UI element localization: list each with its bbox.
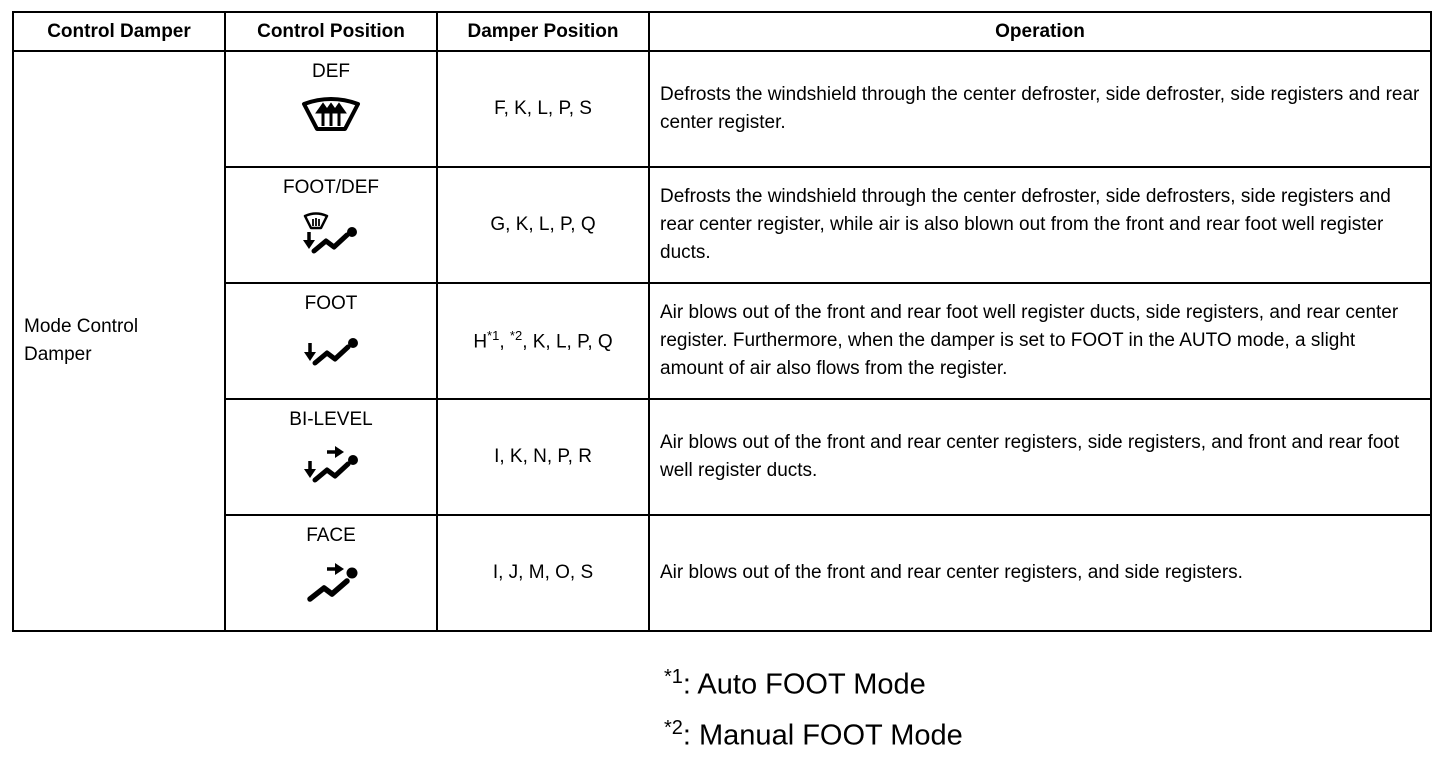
bi-level-icon (304, 446, 358, 483)
footnote-mark: *2 (664, 716, 683, 739)
operation-cell: Air blows out of the front and rear foot… (648, 282, 1432, 400)
footnote-mark-2: *2 (509, 328, 523, 344)
damper-position-prefix: H (473, 331, 488, 353)
control-damper-name-line1: Mode Control (24, 316, 139, 337)
control-position-label: FOOT/DEF (282, 177, 380, 198)
damper-position-cell: G, K, L, P, Q (436, 166, 650, 284)
control-position-label: FOOT (304, 293, 358, 314)
header-control-damper: Control Damper (12, 11, 226, 52)
operation-cell: Defrosts the windshield through the cent… (648, 50, 1432, 168)
control-damper-name-line2: Damper (24, 344, 92, 365)
operation-cell: Defrosts the windshield through the cent… (648, 166, 1432, 284)
footnote-mark-1: *1 (487, 328, 500, 344)
footnotes: *1: Auto FOOT Mode *2: Manual FOOT Mode (664, 656, 963, 757)
control-position-label: FACE (306, 525, 356, 546)
header-operation: Operation (648, 11, 1432, 52)
control-damper-cell: Mode Control Damper (12, 50, 226, 632)
mode-damper-table: Control Damper Control Position Damper P… (12, 11, 1432, 632)
control-position-label: DEF (312, 61, 350, 82)
control-position-cell: FOOT/DEF (224, 166, 438, 284)
foot-defrost-icon (303, 212, 357, 254)
table-row: BI-LEVEL I, K, N, P, R Air blows out of … (13, 398, 1432, 516)
table-row: Mode Control Damper DEF F, K, L, P, S De… (12, 50, 1432, 632)
footnote-text: : Manual FOOT Mode (682, 719, 963, 752)
footnote-mark: *1 (664, 666, 683, 688)
table-row: FACE I, J, M, O, S Air blows out of the … (13, 514, 1432, 632)
control-position-cell: DEF (224, 50, 438, 168)
face-icon (307, 563, 358, 602)
damper-position-cell: I, K, N, P, R (436, 398, 650, 516)
control-position-label: BI-LEVEL (289, 409, 373, 430)
control-position-cell: FACE (224, 514, 438, 632)
foot-icon (304, 338, 358, 366)
header-control-position: Control Position (224, 11, 438, 52)
damper-position-separator: , (499, 331, 510, 353)
damper-position-rest: , K, L, P, Q (522, 331, 613, 353)
damper-position-cell: I, J, M, O, S (436, 514, 650, 632)
damper-position-cell: H*1, *2, K, L, P, Q (436, 282, 650, 400)
table-row: FOOT/DEF G, K, L, P, Q Defrosts the wind… (13, 166, 1432, 284)
header-row: Control Damper Control Position Damper P… (12, 11, 1432, 52)
table-row: FOOT H*1, *2, K, L, P, Q Air blows out o… (13, 282, 1432, 400)
control-position-cell: FOOT (224, 282, 438, 400)
footnote-text: : Auto FOOT Mode (682, 668, 926, 701)
header-damper-position: Damper Position (436, 11, 650, 52)
operation-cell: Air blows out of the front and rear cent… (648, 398, 1432, 516)
operation-cell: Air blows out of the front and rear cent… (648, 514, 1432, 632)
footnote-2: *2: Manual FOOT Mode (664, 707, 963, 757)
defrost-icon (302, 97, 360, 131)
footnote-1: *1: Auto FOOT Mode (664, 656, 963, 707)
control-position-cell: BI-LEVEL (224, 398, 438, 516)
damper-position-cell: F, K, L, P, S (436, 50, 650, 168)
